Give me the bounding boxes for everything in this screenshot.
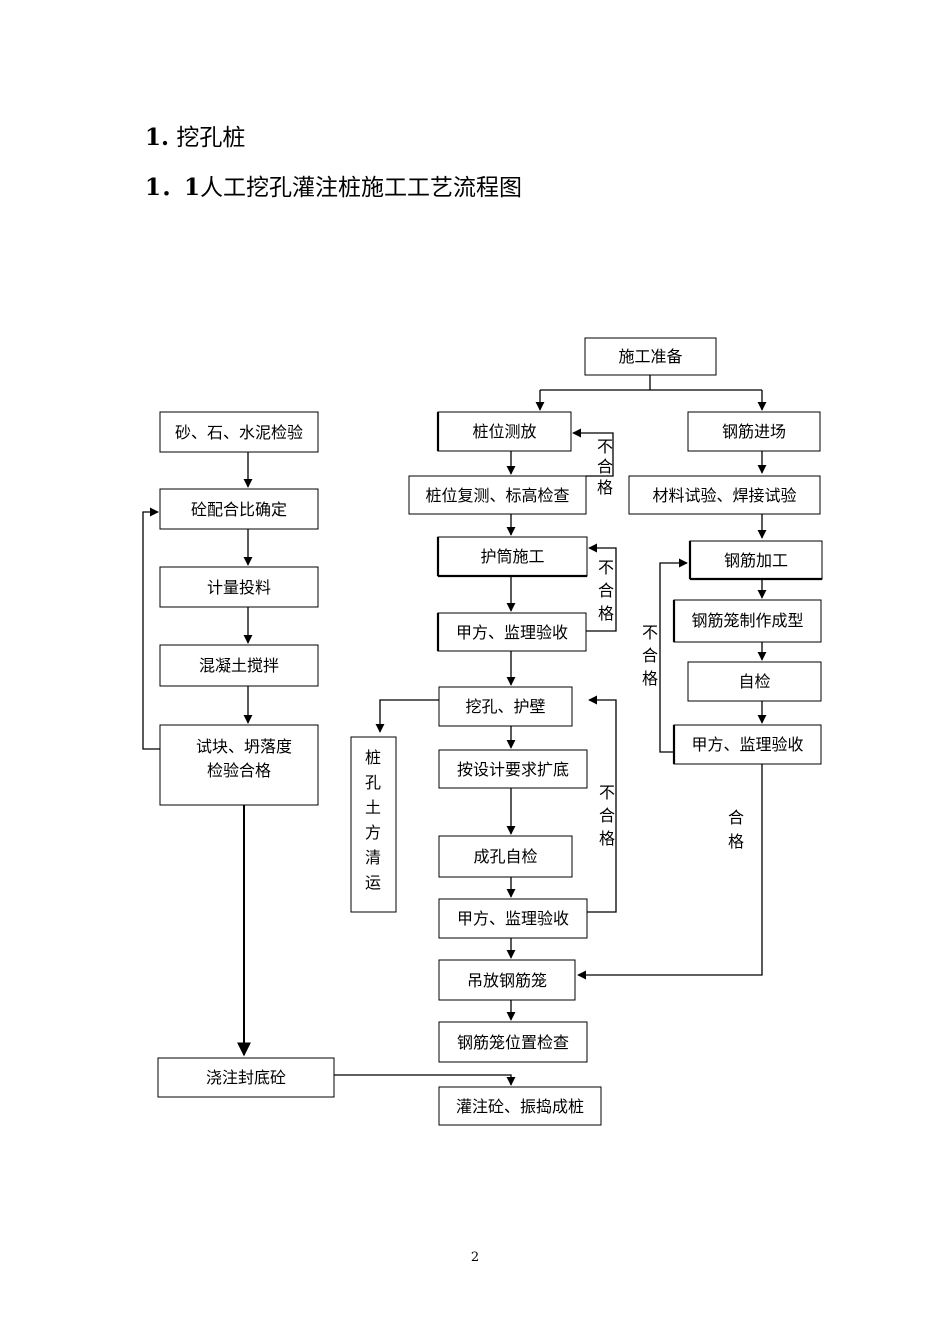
svg-text:成孔自检: 成孔自检 bbox=[473, 847, 537, 866]
svg-text:清: 清 bbox=[365, 848, 381, 867]
svg-text:格: 格 bbox=[599, 829, 615, 848]
svg-text:按设计要求扩底: 按设计要求扩底 bbox=[457, 760, 569, 779]
node-pile-layout: 桩位测放 bbox=[436, 411, 572, 452]
svg-text:合: 合 bbox=[728, 808, 744, 827]
svg-text:钢筋笼位置检查: 钢筋笼位置检查 bbox=[457, 1033, 569, 1052]
svg-text:砼配合比确定: 砼配合比确定 bbox=[191, 500, 287, 519]
node-acceptance-1: 甲方、监理验收 bbox=[436, 612, 587, 652]
svg-text:甲方、监理验收: 甲方、监理验收 bbox=[457, 909, 569, 928]
node-materials-check: 砂、石、水泥检验 bbox=[159, 411, 319, 453]
svg-text:合: 合 bbox=[598, 581, 614, 600]
fail-label-4: 不 合 格 bbox=[599, 783, 615, 848]
svg-text:不: 不 bbox=[598, 558, 614, 577]
svg-text:护筒施工: 护筒施工 bbox=[480, 547, 544, 566]
subsection-title: 人工挖孔灌注桩施工工艺流程图 bbox=[200, 175, 523, 201]
node-material-tests: 材料试验、焊接试验 bbox=[628, 475, 821, 515]
node-base-enlarge: 按设计要求扩底 bbox=[438, 749, 588, 789]
svg-text:材料试验、焊接试验: 材料试验、焊接试验 bbox=[652, 486, 796, 505]
svg-text:桩: 桩 bbox=[365, 748, 381, 767]
svg-text:钢筋进场: 钢筋进场 bbox=[722, 422, 786, 441]
node-rebar-arrival: 钢筋进场 bbox=[687, 411, 821, 452]
node-slump-test: 试块、坍落度 检验合格 bbox=[159, 724, 319, 806]
node-cage-lifting: 吊放钢筋笼 bbox=[438, 959, 576, 1001]
svg-text:钢筋加工: 钢筋加工 bbox=[724, 551, 788, 570]
svg-text:格: 格 bbox=[598, 604, 614, 623]
svg-text:自检: 自检 bbox=[738, 672, 770, 691]
node-self-check-rebar: 自检 bbox=[687, 661, 822, 702]
svg-text:合: 合 bbox=[599, 806, 615, 825]
connectors bbox=[142, 375, 767, 1086]
fail-label-1: 不 合 格 bbox=[597, 437, 613, 497]
node-batching: 计量投料 bbox=[159, 566, 319, 608]
svg-text:合: 合 bbox=[642, 646, 658, 665]
node-casing: 护筒施工 bbox=[436, 536, 588, 578]
fail-label-3: 不 合 格 bbox=[642, 623, 658, 688]
svg-text:浇注封底砼: 浇注封底砼 bbox=[206, 1068, 286, 1087]
node-mixing: 混凝土搅拌 bbox=[159, 644, 319, 687]
svg-text:不: 不 bbox=[642, 623, 658, 642]
svg-text:混凝土搅拌: 混凝土搅拌 bbox=[199, 656, 279, 675]
node-cage-fabrication: 钢筋笼制作成型 bbox=[672, 599, 822, 643]
node-pouring: 灌注砼、振捣成桩 bbox=[438, 1086, 602, 1126]
svg-text:甲方、监理验收: 甲方、监理验收 bbox=[691, 735, 803, 754]
svg-text:挖孔、护壁: 挖孔、护壁 bbox=[465, 697, 545, 716]
node-cage-position-check: 钢筋笼位置检查 bbox=[438, 1021, 588, 1063]
page-number: 2 bbox=[470, 1250, 480, 1265]
svg-text:桩位复测、标高检查: 桩位复测、标高检查 bbox=[425, 486, 569, 505]
svg-text:试块、坍落度: 试块、坍落度 bbox=[196, 737, 292, 756]
subsection-heading: 1．1人工挖孔灌注桩施工工艺流程图 bbox=[145, 168, 522, 202]
node-self-check-hole: 成孔自检 bbox=[438, 835, 573, 878]
svg-text:计量投料: 计量投料 bbox=[207, 578, 271, 597]
node-rebar-processing: 钢筋加工 bbox=[688, 540, 823, 581]
svg-text:运: 运 bbox=[365, 873, 381, 892]
svg-text:孔: 孔 bbox=[365, 773, 381, 792]
svg-text:格: 格 bbox=[728, 832, 744, 851]
node-spoil-removal: 桩 孔 土 方 清 运 bbox=[350, 736, 397, 913]
node-start: 施工准备 bbox=[584, 337, 717, 376]
node-start-label: 施工准备 bbox=[618, 347, 682, 366]
section-number: 1. bbox=[145, 124, 170, 151]
section-title: 挖孔桩 bbox=[176, 125, 246, 151]
node-acceptance-2: 甲方、监理验收 bbox=[438, 898, 588, 939]
svg-text:合: 合 bbox=[597, 457, 613, 476]
node-pile-recheck: 桩位复测、标高检查 bbox=[408, 475, 587, 515]
node-acceptance-3: 甲方、监理验收 bbox=[672, 724, 822, 765]
svg-text:检验合格: 检验合格 bbox=[207, 761, 271, 780]
fail-label-2: 不 合 格 bbox=[598, 558, 614, 623]
node-excavation: 挖孔、护壁 bbox=[438, 686, 573, 727]
node-bottom-seal: 浇注封底砼 bbox=[157, 1057, 335, 1098]
svg-text:土: 土 bbox=[365, 798, 381, 817]
node-mix-ratio: 砼配合比确定 bbox=[159, 488, 319, 530]
subsection-number: 1．1 bbox=[145, 174, 201, 201]
svg-text:钢筋笼制作成型: 钢筋笼制作成型 bbox=[691, 611, 803, 630]
svg-text:灌注砼、振捣成桩: 灌注砼、振捣成桩 bbox=[456, 1097, 584, 1116]
svg-text:不: 不 bbox=[597, 437, 613, 456]
svg-text:方: 方 bbox=[365, 823, 381, 842]
svg-text:吊放钢筋笼: 吊放钢筋笼 bbox=[467, 971, 547, 990]
section-heading: 1. 挖孔桩 bbox=[145, 118, 245, 152]
svg-text:不: 不 bbox=[599, 783, 615, 802]
pass-label: 合 格 bbox=[728, 808, 744, 851]
svg-text:砂、石、水泥检验: 砂、石、水泥检验 bbox=[175, 423, 303, 442]
svg-text:格: 格 bbox=[642, 669, 658, 688]
svg-text:甲方、监理验收: 甲方、监理验收 bbox=[456, 623, 568, 642]
svg-text:桩位测放: 桩位测放 bbox=[472, 422, 536, 441]
svg-text:格: 格 bbox=[597, 478, 613, 497]
